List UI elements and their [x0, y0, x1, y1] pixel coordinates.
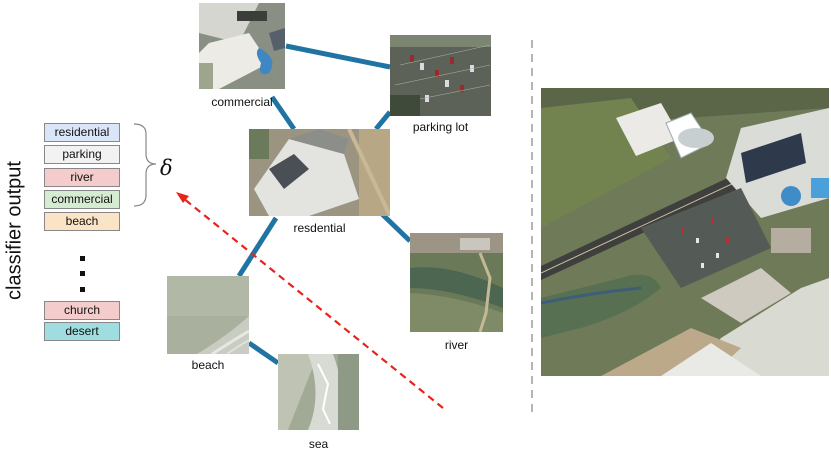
tile-beach-image	[167, 276, 249, 354]
class-box-beach: beach	[44, 212, 120, 231]
decision-arrow-head	[176, 192, 189, 203]
edge-parking-residential	[374, 110, 392, 131]
edge-residential-river	[379, 211, 412, 243]
tile-river-image	[410, 233, 503, 332]
class-box-river: river	[44, 168, 120, 187]
delta-symbol: δ	[160, 156, 173, 180]
tile-parking-lot-image	[390, 35, 491, 116]
tile-label-river: river	[444, 338, 469, 352]
brace	[133, 123, 157, 207]
tile-label-sea: sea	[308, 437, 329, 451]
decision-arrow-line	[182, 197, 444, 409]
class-box-commercial: commercial	[44, 190, 120, 209]
ellipsis-dot	[80, 287, 85, 292]
edge-residential-beach	[236, 216, 279, 278]
edge-commercial-residential	[269, 95, 297, 131]
tile-commercial-image	[199, 3, 285, 89]
ellipsis-dot	[80, 271, 85, 276]
tile-sea-image	[278, 354, 359, 430]
tile-label-commercial: commercial	[211, 95, 273, 109]
tile-label-beach: beach	[191, 358, 225, 372]
edge-commercial-parking	[285, 43, 391, 70]
tile-residential-image	[249, 129, 390, 216]
class-box-parking: parking	[44, 145, 120, 164]
tile-label-parking-lot: parking lot	[412, 120, 469, 134]
ellipsis-dot	[80, 256, 85, 261]
class-box-desert: desert	[44, 322, 120, 341]
class-box-residential: residential	[44, 123, 120, 142]
aerial-scene-image	[541, 88, 829, 376]
tile-label-residential: resdential	[293, 221, 346, 235]
class-box-church: church	[44, 301, 120, 320]
edge-beach-sea	[247, 340, 280, 366]
